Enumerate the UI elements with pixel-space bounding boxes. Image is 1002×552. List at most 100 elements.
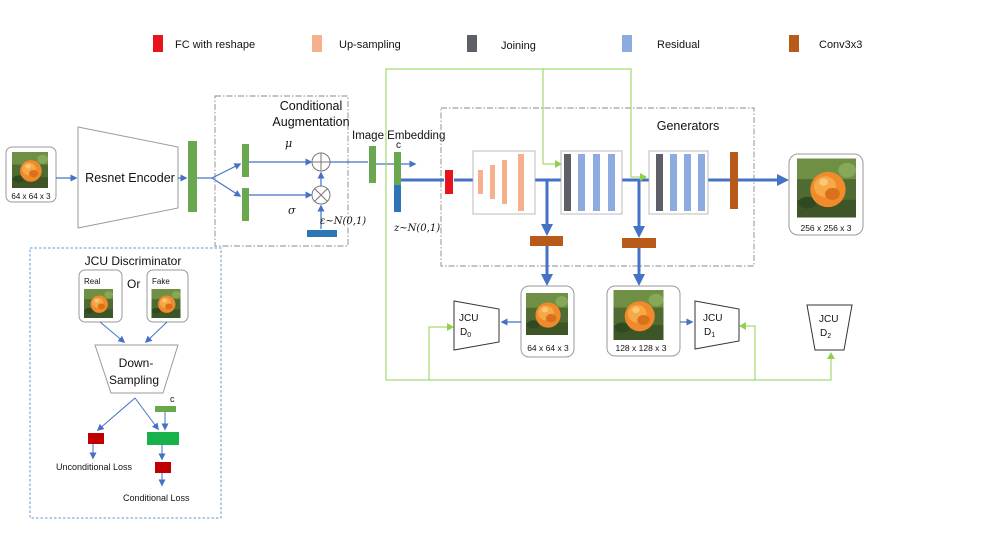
or-label: Or [127, 277, 140, 291]
legend-label-upsampling: Up-sampling [339, 39, 401, 51]
rose-photo-icon [613, 290, 664, 340]
panel-c-label: c [170, 394, 175, 404]
cond-arrowhead-d0 [447, 323, 454, 331]
c-block [369, 146, 376, 183]
upsample-bar-1 [478, 170, 483, 194]
mu-symbol: μ [285, 137, 292, 150]
output-image-128: 128 x 128 x 3 [606, 285, 681, 357]
uncond-fc-block [88, 433, 104, 444]
legend-label-residual: Residual [657, 39, 700, 51]
real-label: Real [84, 277, 101, 286]
circle-plus-icon [311, 152, 331, 172]
legend-swatch-upsampling [312, 35, 322, 52]
conditional-loss-label: Conditional Loss [123, 493, 190, 503]
encoder-feature-block [188, 141, 197, 212]
output-128-label: 128 x 128 x 3 [615, 343, 666, 353]
discriminator-d2: JCU D2 [806, 304, 853, 351]
stage2-res-1 [670, 154, 677, 211]
input-image-64: 64 x 64 x 3 [5, 146, 57, 203]
concat-z-block [394, 185, 401, 212]
down-sampling-line2: Sampling [109, 373, 159, 387]
arrow-down-to-uncond [96, 397, 136, 431]
epsilon-block [307, 230, 337, 237]
cond-fc-block [155, 462, 171, 473]
rose-photo-icon [84, 289, 113, 318]
fc-block [445, 170, 453, 194]
stage2-res-3 [698, 154, 705, 211]
conditional-augmentation-box: Conditional Augmentation [214, 95, 350, 247]
stage2-res-2 [684, 154, 691, 211]
cond-arrowhead-stage1 [555, 160, 562, 168]
z-label: z~N(0,1) [393, 223, 440, 234]
d2-label-line1: JCU [819, 314, 838, 325]
rose-photo-icon [12, 152, 48, 188]
legend-swatch-conv [789, 35, 799, 52]
final-conv-block [730, 152, 738, 209]
generators-box: Generators [440, 107, 755, 267]
sigma-symbol: σ [288, 204, 296, 217]
legend-item-residual: Residual [622, 35, 700, 52]
rose-photo-icon [797, 158, 856, 218]
legend-item-conv: Conv3x3 [789, 35, 862, 52]
output-256-label: 256 x 256 x 3 [800, 223, 851, 233]
d0-label-line1: JCU [459, 313, 478, 324]
arrow-real-to-down [99, 321, 126, 343]
stage1-res-3 [608, 154, 615, 211]
d2-trapezoid [806, 304, 853, 351]
arrow-split-to-mu [211, 163, 242, 179]
jcu-discriminator-panel: JCU Discriminator Real Or Fake Down- Sam… [29, 247, 222, 519]
image-embedding-label: Image Embedding [352, 130, 445, 142]
d0-label-line2: D0 [460, 327, 471, 339]
d1-label-line1: JCU [703, 313, 722, 324]
panel-c-block [155, 406, 176, 412]
discriminator-d1: JCU D1 [694, 300, 740, 350]
upsample-bar-4 [518, 154, 524, 211]
ca-dashed-frame [214, 95, 349, 247]
residual-stage-2 [648, 150, 709, 215]
epsilon-label: ε~N(0,1) [320, 216, 366, 227]
down-sampling-line1: Down- [119, 356, 154, 370]
legend-swatch-joining [467, 35, 477, 52]
output-image-64: 64 x 64 x 3 [520, 285, 575, 358]
legend-item-upsampling: Up-sampling [312, 35, 401, 52]
conditioning-lines [385, 68, 832, 381]
conv-128-block [622, 238, 656, 248]
cond-line-bottom [386, 358, 832, 381]
rose-photo-icon [151, 289, 181, 318]
legend: FC with reshape Up-sampling Joining Resi… [153, 35, 862, 52]
resnet-encoder: Resnet Encoder [77, 126, 179, 229]
jcu-panel-title: JCU Discriminator [85, 254, 182, 268]
stage1-res-1 [578, 154, 585, 211]
real-image-card: Real [78, 269, 123, 323]
arrow-fake-to-down [144, 321, 168, 344]
legend-swatch-fc [153, 35, 163, 52]
cond-arrowhead-d1 [739, 322, 746, 330]
ca-title-line2: Augmentation [272, 115, 349, 129]
jcu-panel-dashed-frame [29, 247, 222, 519]
upsample-bar-3 [502, 160, 507, 204]
cond-line-top [385, 68, 643, 380]
concat-c-block [394, 152, 401, 185]
discriminator-d0: JCU D0 [453, 300, 500, 351]
upsampling-group [472, 150, 536, 215]
down-sampling-trapezoid [94, 344, 179, 394]
unconditional-loss-label: Unconditional Loss [56, 462, 133, 472]
generators-title: Generators [657, 119, 720, 133]
residual-stage-1 [560, 150, 623, 215]
legend-item-fc: FC with reshape [153, 35, 255, 52]
c-label: c [396, 140, 401, 151]
d1-label-line2: D1 [704, 327, 715, 339]
cond-arrowhead-stage2 [640, 173, 647, 181]
legend-label-fc: FC with reshape [175, 39, 255, 51]
cond-line-d1 [743, 325, 756, 380]
cond-join-block [147, 432, 179, 445]
encoder-label: Resnet Encoder [85, 171, 175, 185]
generators-dashed-frame [440, 107, 755, 267]
d2-label-line2: D2 [820, 328, 831, 340]
input-image-label: 64 x 64 x 3 [11, 192, 51, 201]
stage1-res-2 [593, 154, 600, 211]
legend-label-joining: Joining [501, 40, 536, 52]
legend-item-joining: Joining [467, 35, 536, 52]
conv-64-block [530, 236, 563, 246]
